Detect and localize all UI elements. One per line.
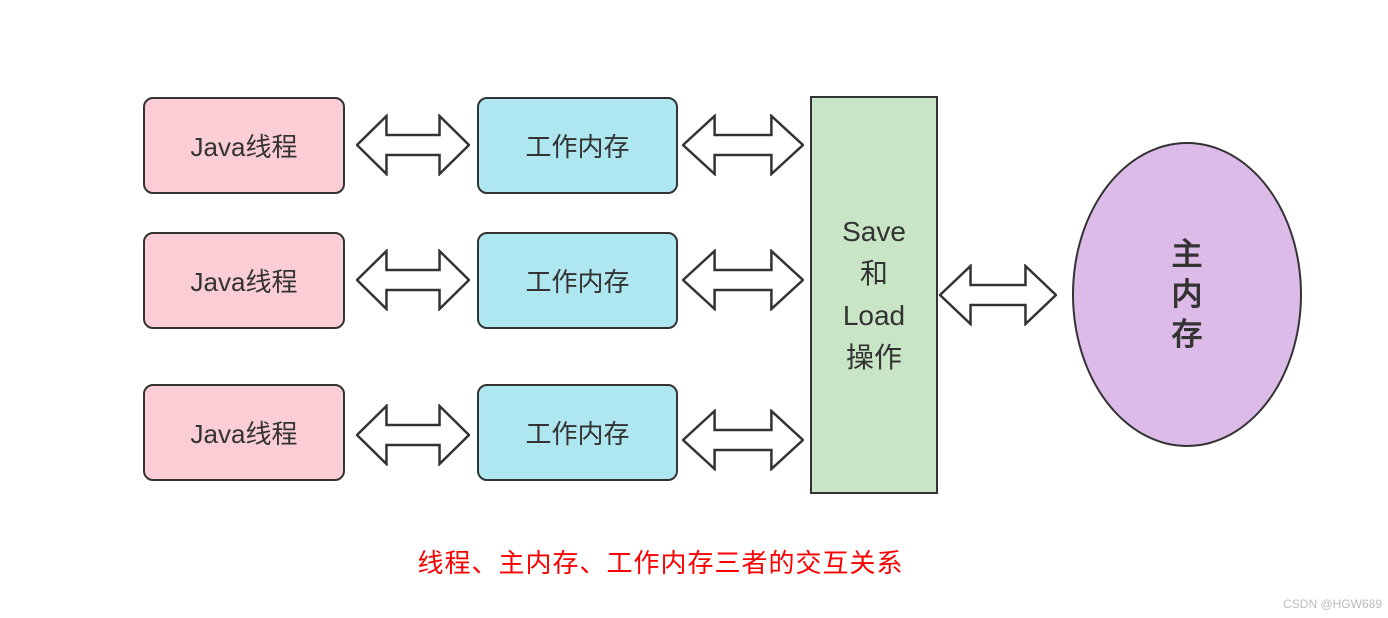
save-load-line: Load bbox=[842, 300, 906, 331]
java-thread-label: Java线程 bbox=[190, 267, 298, 297]
main-memory-char: 主 bbox=[1171, 236, 1203, 272]
double-arrow-icon bbox=[356, 404, 470, 466]
save-load-line: 操作 bbox=[845, 342, 902, 373]
double-arrow-icon bbox=[682, 409, 804, 471]
main-memory-ellipse: 主 内 存 bbox=[1072, 142, 1302, 447]
diagram-caption: 线程、主内存、工作内存三者的交互关系 bbox=[417, 548, 904, 578]
java-thread-box-2: Java线程 bbox=[143, 232, 345, 329]
java-thread-label: Java线程 bbox=[190, 132, 298, 162]
working-memory-label: 工作内存 bbox=[525, 267, 630, 297]
working-memory-label: 工作内存 bbox=[525, 419, 630, 449]
working-memory-box-1: 工作内存 bbox=[477, 97, 678, 194]
java-thread-box-1: Java线程 bbox=[143, 97, 345, 194]
double-arrow-icon bbox=[356, 249, 470, 311]
main-memory-char: 存 bbox=[1171, 316, 1203, 352]
java-thread-label: Java线程 bbox=[190, 419, 298, 449]
double-arrow-icon bbox=[939, 264, 1057, 326]
double-arrow-icon bbox=[682, 249, 804, 311]
save-load-line: 和 bbox=[859, 258, 888, 289]
save-load-box: Save 和 Load 操作 bbox=[810, 96, 938, 494]
double-arrow-icon bbox=[682, 114, 804, 176]
working-memory-box-2: 工作内存 bbox=[477, 232, 678, 329]
watermark: CSDN @HGW689 bbox=[1283, 597, 1382, 611]
main-memory-char: 内 bbox=[1171, 276, 1203, 312]
java-thread-box-3: Java线程 bbox=[143, 384, 345, 481]
working-memory-label: 工作内存 bbox=[525, 132, 630, 162]
save-load-line: Save bbox=[842, 216, 906, 247]
working-memory-box-3: 工作内存 bbox=[477, 384, 678, 481]
double-arrow-icon bbox=[356, 114, 470, 176]
